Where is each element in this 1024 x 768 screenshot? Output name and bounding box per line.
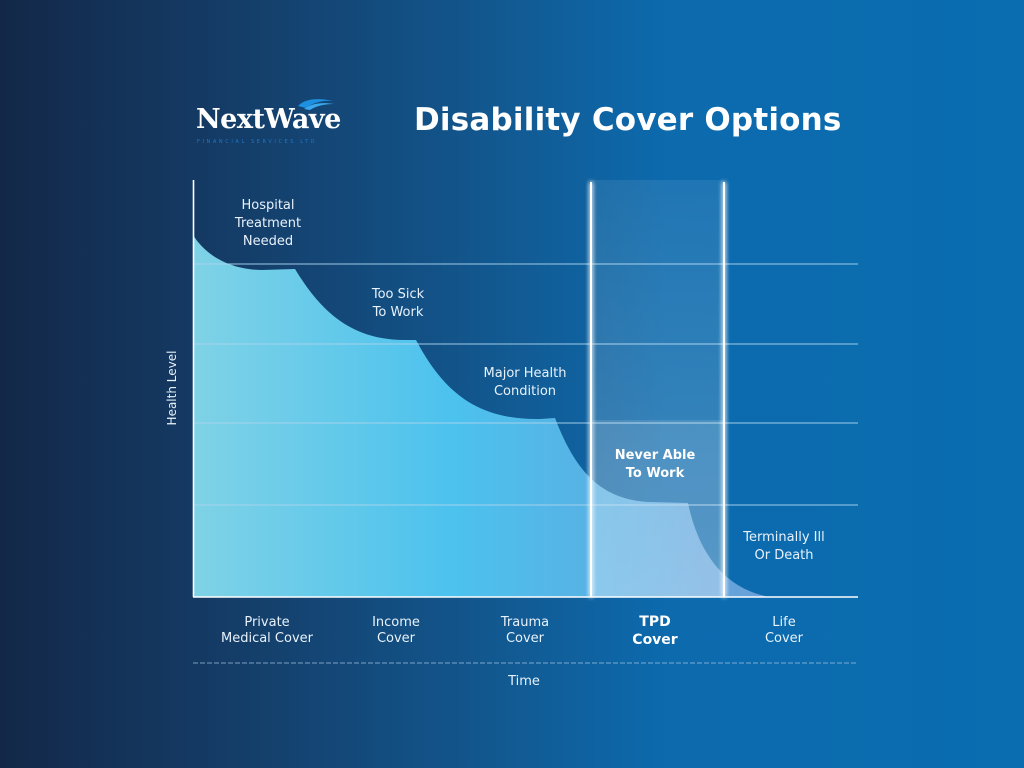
brand-subtitle: FINANCIAL SERVICES LTD <box>197 139 318 145</box>
tpd-highlight-panel <box>590 180 724 597</box>
chart-title: Disability Cover Options <box>414 102 842 138</box>
gridlines <box>193 263 858 506</box>
wave-icon <box>298 99 334 110</box>
brand-logo: NextWave FINANCIAL SERVICES LTD <box>196 99 346 150</box>
axes <box>192 180 858 598</box>
tpd-panel-borders <box>590 182 725 597</box>
brand-name: NextWave <box>196 104 341 135</box>
y-axis-label: Health Level <box>165 350 179 426</box>
x-axis-label: Time <box>508 674 540 689</box>
